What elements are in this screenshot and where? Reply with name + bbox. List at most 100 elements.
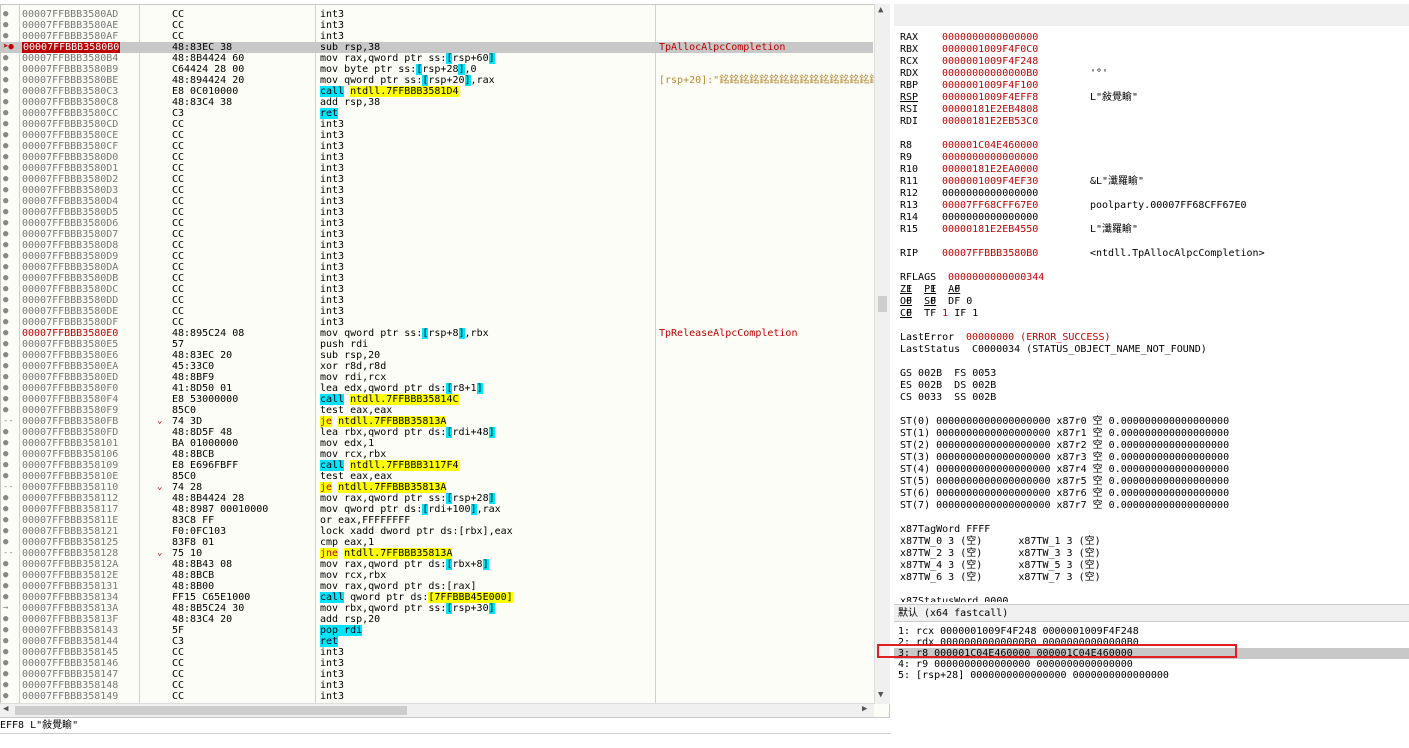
register-value[interactable]: 0000000000000000 [942,152,1039,163]
register-value[interactable]: 00000181E2EB4550 [942,224,1039,235]
scroll-thumb[interactable] [15,706,407,715]
register-value[interactable]: 00007FF68CFF67E0 [942,200,1039,211]
scroll-down-icon[interactable]: ▼ [878,690,884,700]
register-line[interactable]: ES 002B DS 002B [900,380,997,391]
register-line[interactable]: ST(3) 0000000000000000000 x87r3 空 0.0000… [900,452,1230,463]
register-line[interactable]: OF 0 SF 0 DF 0 [900,296,973,307]
disassembly-horizontal-scrollbar[interactable]: ◀ ▶ [0,703,874,717]
register-value[interactable]: 0000000000000000 [942,188,1039,199]
scroll-thumb[interactable] [878,296,887,312]
register-value[interactable]: 000001C04E460000 [942,140,1039,151]
argument-row[interactable]: 3: r8 000001C04E460000 000001C04E460000 [894,648,1409,659]
register-value[interactable]: 0000001009F4F100 [942,80,1039,91]
scroll-up-icon[interactable]: ▲ [878,5,884,15]
register-line[interactable]: ST(6) 0000000000000000000 x87r6 空 0.0000… [900,488,1230,499]
register-line[interactable]: GS 002B FS 0053 [900,368,997,379]
register-value[interactable]: 00000181E2EB4808 [942,104,1039,115]
register-line[interactable]: CF 0 TF 1 IF 1 [900,308,979,319]
register-value[interactable]: 0000000000000344 [948,272,1045,283]
register-line[interactable]: x87TW_2 3 (空) x87TW_3 3 (空) [900,548,1101,559]
register-line[interactable]: x87TagWord FFFF [900,524,991,535]
register-value[interactable]: 0000001009F4F0C0 [942,44,1039,55]
calling-convention-args[interactable]: 1: rcx 0000001009F4F248 0000001009F4F248… [894,622,1409,702]
register-value[interactable]: 0000001009F4EFF8 [942,92,1039,103]
register-value[interactable]: 0000001009F4F248 [942,56,1039,67]
register-line[interactable]: x87TW_0 3 (空) x87TW_1 3 (空) [900,536,1101,547]
register-line[interactable]: ST(7) 0000000000000000000 x87r7 空 0.0000… [900,500,1230,511]
register-line[interactable]: x87TW_4 3 (空) x87TW_5 3 (空) [900,560,1101,571]
calling-convention-header[interactable]: 默认 (x64 fastcall) [894,604,1409,622]
register-value[interactable]: 00000000 (ERROR_SUCCESS) [966,332,1111,343]
register-line[interactable]: ST(5) 0000000000000000000 x87r5 空 0.0000… [900,476,1230,487]
register-line[interactable]: ST(4) 0000000000000000000 x87r4 空 0.0000… [900,464,1230,475]
register-line[interactable]: x87TW_6 3 (空) x87TW_7 3 (空) [900,572,1101,583]
register-value[interactable]: 0000001009F4EF30 [942,176,1039,187]
argument-row[interactable]: 2: rdx 00000000000000B0 00000000000000B0 [898,637,1139,648]
register-value[interactable]: 00007FFBBB3580B0 [942,248,1039,259]
register-line[interactable]: ST(1) 0000000000000000000 x87r1 空 0.0000… [900,428,1230,439]
register-value[interactable]: 00000181E2EA0000 [942,164,1039,175]
register-line[interactable]: ST(0) 0000000000000000000 x87r0 空 0.0000… [900,416,1230,427]
register-line[interactable]: ZF 1 PF 1 AF 0 [900,284,961,295]
disassembly-vertical-scrollbar[interactable]: ▲ ▼ [874,4,890,704]
argument-row[interactable]: 4: r9 0000000000000000 0000000000000000 [898,659,1133,670]
register-value[interactable]: 00000000000000B0 [942,68,1039,79]
scroll-left-icon[interactable]: ◀ [3,704,9,714]
register-value[interactable]: 0000000000000000 [942,212,1039,223]
register-value[interactable]: C0000034 (STATUS_OBJECT_NAME_NOT_FOUND) [972,344,1207,355]
